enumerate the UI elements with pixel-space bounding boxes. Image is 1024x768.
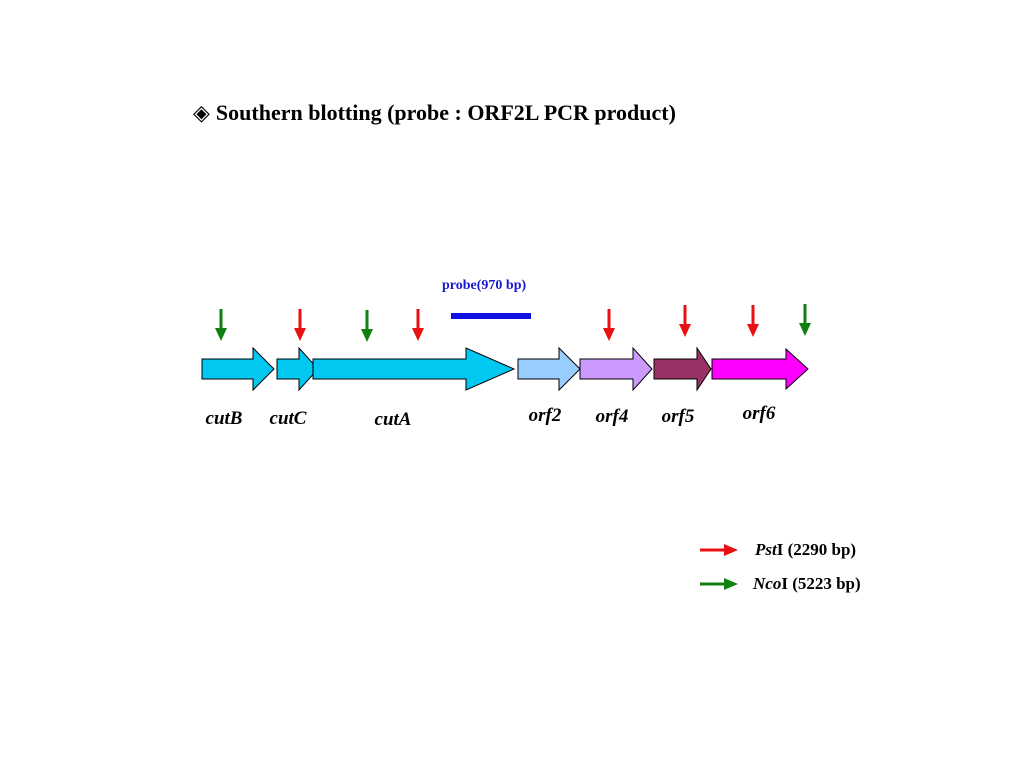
diamond-bullet-icon: ◈ — [193, 100, 210, 125]
title-text: Southern blotting (probe : ORF2L PCR pro… — [215, 100, 676, 125]
site-arrow-4 — [412, 309, 424, 341]
gene-arrow-orf2 — [517, 346, 581, 392]
gene-arrow-orf6 — [711, 347, 809, 391]
legend-pst-arrow-icon — [700, 544, 738, 556]
site-arrow-5 — [603, 309, 615, 341]
gene-arrow-orf4 — [579, 346, 653, 392]
gene-label-orf5: orf5 — [661, 406, 695, 427]
legend-item-nco: NcoI (5223 bp) — [753, 574, 861, 593]
gene-label-orf4: orf4 — [595, 406, 629, 427]
gene-arrow-cutA — [312, 347, 516, 391]
probe-bar — [451, 313, 531, 319]
gene-label-orf2: orf2 — [528, 405, 562, 426]
gene-arrow-cutC — [276, 346, 319, 392]
site-arrow-8 — [799, 304, 811, 336]
gene-label-orf6: orf6 — [742, 403, 776, 424]
site-arrow-7 — [747, 305, 759, 337]
legend-nco-arrow-icon — [700, 578, 738, 590]
site-arrow-2 — [294, 309, 306, 341]
probe-label: probe(970 bp) — [442, 278, 527, 293]
gene-arrow-orf5 — [653, 346, 712, 392]
gene-label-cutA: cutA — [374, 409, 412, 430]
site-arrow-3 — [361, 310, 373, 342]
site-arrow-1 — [215, 309, 227, 341]
gene-label-cutB: cutB — [205, 408, 243, 429]
gene-arrow-cutB — [201, 346, 275, 392]
gene-label-cutC: cutC — [269, 408, 307, 429]
site-arrow-6 — [679, 305, 691, 337]
legend-item-pst: PstI (2290 bp) — [755, 540, 857, 559]
page-title: ◈Southern blotting (probe : ORF2L PCR pr… — [193, 100, 676, 126]
